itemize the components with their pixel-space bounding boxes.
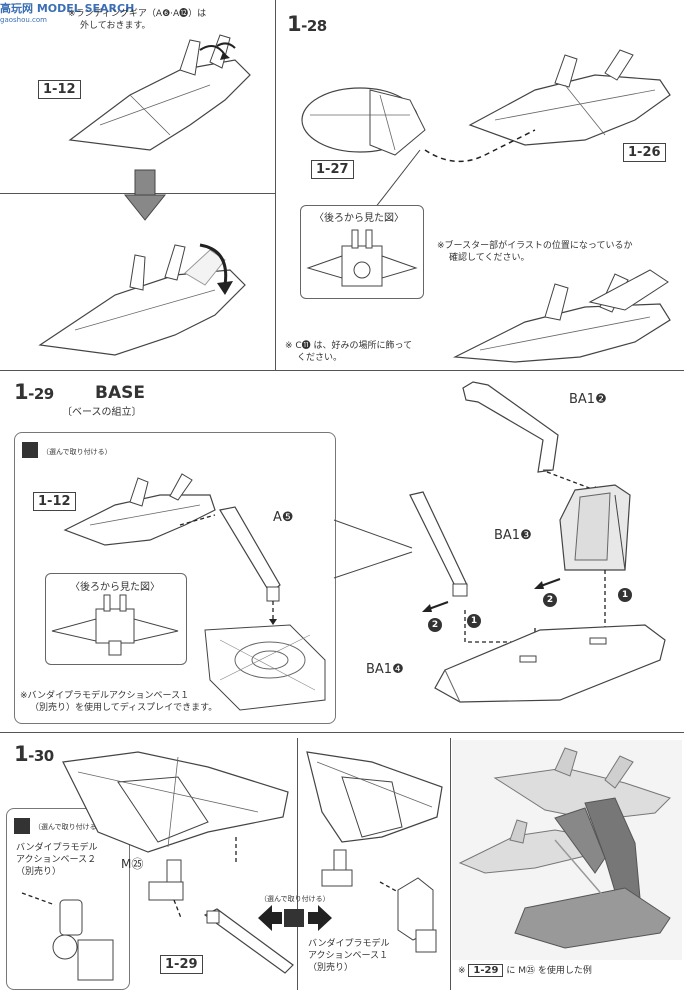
- landing-gear-note: ※ランディングギア（A❻·A⓬）は 外しておきます。: [68, 8, 206, 32]
- choice-arrows: [258, 905, 332, 931]
- optional-icon: [22, 442, 38, 458]
- fighter-part-right: [468, 49, 671, 146]
- fighter-with-base-illustration: [63, 473, 216, 546]
- optional-label-1-30: （選んで取り付ける）: [34, 823, 104, 831]
- step-number-sub: -30: [28, 747, 54, 765]
- booster-note-line2: 確認してください。: [449, 253, 530, 263]
- step-number-main: 1: [14, 380, 29, 404]
- action-base-1-line1: バンダイプラモデル: [308, 939, 390, 949]
- part-label-ba1-4: BA1❹: [366, 662, 404, 677]
- step-number-sub: -28: [301, 17, 327, 35]
- c11-display-note: ※ C⓫ は、好みの場所に飾って ください。: [285, 340, 412, 364]
- step-number-1-30: 1-30: [14, 742, 54, 766]
- arrow-right-2: [534, 578, 561, 589]
- booster-position-note: ※ブースター部がイラストの位置になっているか 確認してください。: [437, 240, 632, 264]
- assembly-dashed-line: [424, 129, 536, 163]
- ref-step-1-26: 1-26: [623, 143, 666, 162]
- transform-down-arrow: [123, 169, 167, 221]
- action-base-note-line2: （別売り）を使用してディスプレイできます。: [30, 703, 218, 713]
- action-base-closeup: [204, 624, 326, 711]
- step-circle-1-left: 1: [467, 614, 481, 628]
- action-base-1-note: ※バンダイプラモデルアクションベース１ （別売り）を使用してディスプレイできます…: [20, 690, 217, 714]
- booster-note-line1: ※ブースター部がイラストの位置になっているか: [437, 241, 633, 251]
- caption-text: に M㉕ を使用した例: [506, 966, 592, 976]
- part-m25: [148, 859, 184, 919]
- watermark-url: gaoshou.com: [0, 16, 47, 24]
- base-plate-ba1-4: [434, 624, 666, 703]
- base-block-ba1-3: [559, 484, 631, 571]
- action-base-2-line1: バンダイプラモデル: [16, 843, 98, 853]
- fighter-underside-right: [306, 751, 443, 843]
- base-assembly-subtitle: 〔ベースの組立〕: [62, 407, 142, 418]
- callout-wedge: [333, 519, 413, 579]
- rear-view-label-base: 〈後ろから見た図〉: [70, 582, 160, 593]
- divider-vertical-top: [275, 0, 276, 370]
- arrow-left-2: [422, 601, 449, 612]
- booster-part-left: [301, 87, 426, 156]
- display-example-illustration: [458, 747, 671, 949]
- action-base-2-line2: アクションベース２: [16, 855, 97, 865]
- caption-prefix: ※: [458, 966, 466, 976]
- divider-horizontal-2: [0, 732, 684, 733]
- c11-note-line2: ください。: [297, 353, 343, 363]
- step-number-1-29: 1-29: [14, 380, 54, 404]
- action-base-2-label: バンダイプラモデル アクションベース２ （別売り）: [16, 842, 97, 878]
- step-number-main: 1: [14, 742, 29, 766]
- dashed-guides-base: [464, 570, 606, 643]
- base-arm-ba1-2: [462, 381, 559, 473]
- fighter-illustration-top: [68, 34, 251, 151]
- step-circle-2-left: 2: [428, 618, 442, 632]
- landing-gear-note-line1: ※ランディングギア（A❻·A⓬）は: [68, 9, 207, 19]
- ref-step-1-27: 1-27: [311, 160, 354, 179]
- step-number-sub: -29: [28, 385, 54, 403]
- display-example-caption: ※ 1-29 に M㉕ を使用した例: [458, 964, 592, 977]
- caption-ref-1-29: 1-29: [468, 964, 504, 977]
- landing-gear-note-line2: 外しておきます。: [80, 21, 151, 31]
- step-circle-2-right: 2: [543, 593, 557, 607]
- action-base-1-line3: （別売り）: [308, 963, 354, 973]
- base-arm-1-29: [203, 908, 294, 974]
- part-m25-right: [321, 849, 353, 887]
- part-label-m25: M㉕: [121, 857, 144, 871]
- fighter-assembled-illustration: [452, 269, 671, 363]
- step-number-1-28: 1-28: [287, 12, 327, 36]
- step-circle-1-right: 1: [618, 588, 632, 602]
- action-base-2-line3: （別売り）: [16, 867, 62, 877]
- center-optional-label: （選んで取り付ける）: [260, 895, 330, 903]
- step-number-main: 1: [287, 12, 302, 36]
- fighter-underside-illustration: [62, 751, 289, 862]
- fighter-illustration-bottom: [38, 243, 246, 356]
- optional-label: （選んで取り付ける）: [42, 448, 112, 456]
- step-title-base: BASE: [95, 383, 145, 403]
- ref-step-1-12-base: 1-12: [33, 492, 76, 511]
- part-label-ba1-2: BA1❷: [569, 392, 607, 407]
- action-base-1-label: バンダイプラモデル アクションベース１ （別売り）: [308, 938, 389, 974]
- rear-view-base-illustration: [51, 594, 179, 656]
- watermark-logo: 高玩网 MODEL SEARCH: [0, 2, 135, 15]
- divider-vertical-bottom-1: [297, 738, 298, 990]
- action-base-1-part: [379, 877, 437, 953]
- ref-step-1-12: 1-12: [38, 80, 81, 99]
- optional-icon-1-30: [14, 818, 30, 834]
- base-arm-left: [409, 491, 468, 597]
- ref-step-1-29: 1-29: [160, 955, 203, 974]
- action-base-note-line1: ※バンダイプラモデルアクションベース１: [20, 691, 190, 701]
- rear-view-label: 〈後ろから見た図〉: [314, 213, 404, 224]
- action-base-2-part: [21, 892, 114, 981]
- base-arm-a5: [219, 506, 281, 625]
- action-base-1-line2: アクションベース１: [308, 951, 389, 961]
- part-label-ba1-3: BA1❸: [494, 528, 532, 543]
- divider-horizontal-1: [0, 370, 684, 371]
- part-label-a5: A❺: [273, 510, 294, 525]
- c11-note-line1: ※ C⓫ は、好みの場所に飾って: [285, 341, 413, 351]
- divider-vertical-bottom-2: [450, 738, 451, 990]
- callout-line: [374, 149, 421, 209]
- rear-view-illustration: [306, 229, 418, 287]
